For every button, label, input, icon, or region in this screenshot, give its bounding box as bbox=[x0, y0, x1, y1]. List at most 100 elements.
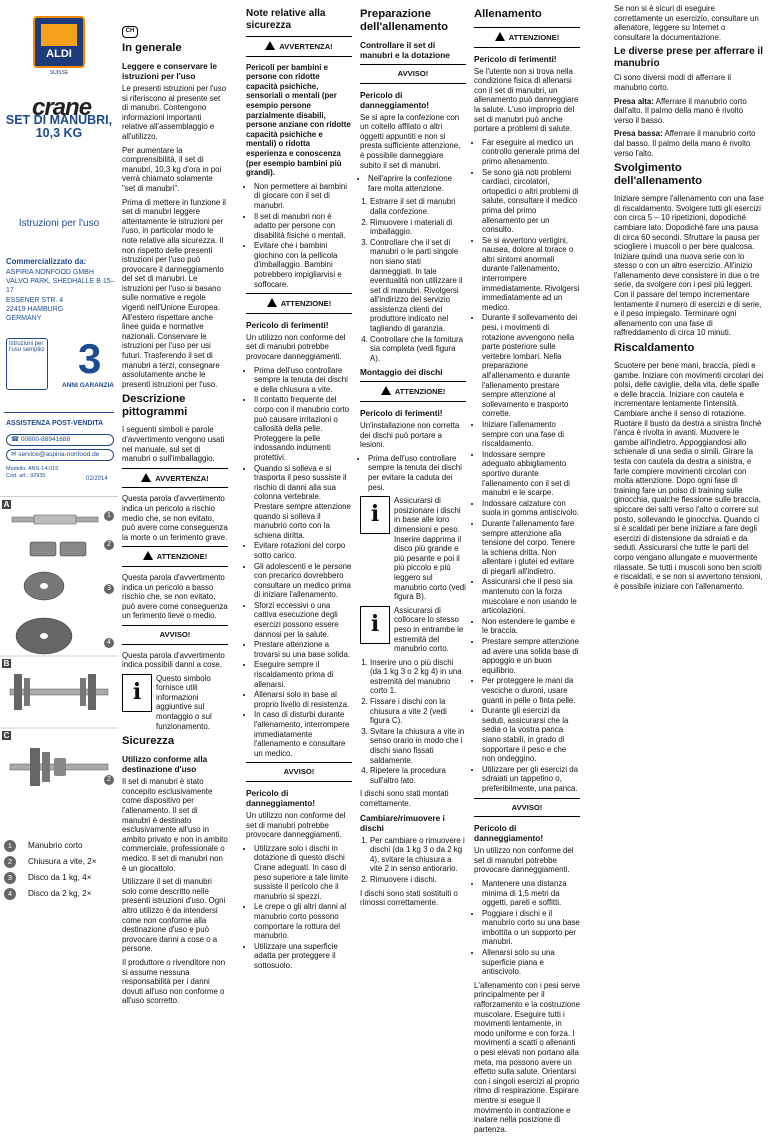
phone-number[interactable]: ☎ 00800-88941688 bbox=[6, 434, 114, 446]
paragraph: Ci sono diversi modi di afferrare il man… bbox=[614, 73, 731, 92]
crane-logo: crane bbox=[32, 94, 92, 121]
list-item: Utilizzare per gli esercizi da sdraiati … bbox=[482, 765, 580, 794]
warranty-years: 3 bbox=[78, 335, 102, 382]
legend-text: Disco da 1 kg, 4× bbox=[28, 873, 92, 882]
paragraph: Iniziare sempre l'allenamento con una fa… bbox=[614, 194, 764, 338]
list-item: Allenarsi solo su una superficie piana e… bbox=[482, 948, 580, 977]
step: Estrarre il set di manubri dalla confezi… bbox=[370, 197, 466, 216]
paragraph: Questa parola d'avvertimento indica un p… bbox=[122, 572, 228, 621]
product-title-line1: SET DI MANUBRI, bbox=[5, 113, 113, 127]
heading: Le diverse prese per afferrare il manubr… bbox=[614, 46, 763, 70]
column-preparation: Preparazione dell'allenamento Controllar… bbox=[360, 4, 466, 912]
column-grips: Se non si è sicuri di eseguire correttam… bbox=[614, 4, 764, 595]
list-item: Durante il sollevamento dei pesi, i movi… bbox=[482, 313, 580, 419]
heading: Pericolo di ferimenti! bbox=[474, 53, 557, 64]
list: Far eseguire al medico un controllo gene… bbox=[474, 138, 580, 794]
list-item: Il set di manubri non è adatto per perso… bbox=[254, 212, 352, 241]
grip-label: Presa alta: bbox=[614, 96, 654, 106]
list-item: Sforzi eccessivi o una cattiva esecuzion… bbox=[254, 601, 352, 639]
heading: Pericolo di danneggiamento! bbox=[474, 823, 544, 844]
collar bbox=[54, 758, 66, 776]
doc-type: Istruzioni per l'uso bbox=[18, 218, 100, 229]
legend-text: Chiusura a vite, 2× bbox=[28, 857, 97, 866]
warning-icon bbox=[142, 551, 153, 561]
paragraph: Le presenti istruzioni per l'uso si rife… bbox=[122, 84, 227, 141]
list: Nell'aprire la confezione fare molta att… bbox=[360, 174, 466, 193]
legend-num: 2 bbox=[4, 856, 16, 868]
paragraph: Questa parola d'avvertimento indica poss… bbox=[122, 650, 225, 670]
steps: Inserire uno o più dischi (da 1 kg 3 o 2… bbox=[360, 658, 466, 786]
list-item: Durante l'allenamento fare sempre attenz… bbox=[482, 519, 580, 577]
model-number: Modello: ANS-14-015 bbox=[6, 466, 59, 472]
notice-label: AVVISO! bbox=[511, 802, 543, 812]
aldi-logo: ALDI bbox=[33, 16, 85, 68]
legend-num: 3 bbox=[4, 872, 16, 884]
list-item: Prestare sempre attenzione ad avere una … bbox=[482, 637, 580, 675]
email-address[interactable]: ✉ service@aspiria-nonfood.de bbox=[6, 449, 114, 461]
screw-collar bbox=[59, 541, 87, 557]
column-safety-notes: Note relative alla sicurezza AVVERTENZA!… bbox=[246, 4, 352, 974]
plate bbox=[30, 748, 40, 786]
paragraph: Prima di mettere in funzione il set di m… bbox=[122, 197, 226, 389]
column-training: Allenamento ATTENZIONE! Pericolo di feri… bbox=[474, 4, 580, 1138]
plate bbox=[80, 678, 86, 706]
paragraph: Utilizzare il set di manubri solo come d… bbox=[122, 877, 226, 954]
info-box: i Questo simbolo fornisce utili informaz… bbox=[122, 673, 228, 732]
list-item: Non estendere le gambe e le braccia. bbox=[482, 617, 580, 636]
caution-label: ATTENZIONE! bbox=[508, 33, 560, 42]
aldi-logo-mark bbox=[41, 24, 77, 46]
assembled-bar bbox=[9, 688, 109, 696]
list-item: Assicurarsi che il peso sia mantenuto co… bbox=[482, 577, 580, 615]
callout-1: 1 bbox=[104, 511, 114, 521]
paragraph: Un utilizzo non conforme del set di manu… bbox=[474, 846, 574, 875]
assistance-label: ASSISTENZA POST-VENDITA bbox=[6, 420, 104, 427]
product-title-line2: 10,3 KG bbox=[35, 126, 83, 140]
notice-bar: AVVISO! bbox=[474, 797, 580, 818]
list-item: Non permettere ai bambini di giocare con… bbox=[254, 182, 352, 211]
caution-label: ATTENZIONE! bbox=[156, 552, 208, 562]
country-badge: CH bbox=[122, 26, 138, 38]
caution-label: ATTENZIONE! bbox=[280, 299, 332, 309]
list-item: Evitare rotazioni del corpo sotto carico… bbox=[254, 541, 352, 560]
paragraph: Presa alta: Afferrare il manubrio corto … bbox=[614, 97, 764, 126]
info-text: Questo simbolo fornisce utili informazio… bbox=[156, 673, 212, 731]
aldi-logo-sub: SUISSE bbox=[49, 70, 69, 76]
notice-label: AVVISO! bbox=[397, 69, 429, 78]
warning-icon bbox=[141, 472, 152, 482]
paragraph: Presa bassa: Afferrare il manubrio corto… bbox=[614, 129, 764, 158]
info-icon: i bbox=[360, 496, 390, 535]
plate bbox=[24, 678, 30, 706]
caution-bar: ATTENZIONE! bbox=[246, 293, 352, 314]
list-item: Indossare sempre adeguato abbigliamento … bbox=[482, 450, 580, 498]
callout-4: 4 bbox=[104, 638, 114, 648]
list-item: Prestare attenzione a trovarsi su una ba… bbox=[254, 640, 352, 659]
warning-icon bbox=[494, 32, 505, 41]
warning-icon bbox=[380, 386, 391, 396]
step: Svitare la chiusura a vite in senso orar… bbox=[370, 727, 466, 765]
list-item: Iniziare l'allenamento sempre con una fa… bbox=[482, 420, 580, 449]
figure-divider bbox=[0, 496, 118, 497]
notice-label: AVVISO! bbox=[159, 629, 191, 639]
paragraph: L'allenamento con i pesi serve principal… bbox=[474, 980, 580, 1134]
steps: Per cambiare o rimuovere i dischi (da 1 … bbox=[360, 836, 466, 885]
heading: Pericolo di danneggiamento! bbox=[246, 787, 316, 808]
step: Controllare che la fornitura sia complet… bbox=[370, 335, 466, 364]
list-item: Nell'aprire la confezione fare molta att… bbox=[368, 174, 466, 193]
list-item: Gli adolescenti e le persone con precari… bbox=[254, 562, 352, 600]
list-item: Evitare che i bambini giochino con la pe… bbox=[254, 241, 352, 289]
list-item: Utilizzare una superficie adatta per pro… bbox=[254, 942, 352, 971]
paragraph: Pericoli per bambini e persone con ridot… bbox=[246, 62, 351, 178]
warning-icon bbox=[266, 298, 277, 308]
sidebar: ALDI SUISSE crane SET DI MANUBRI, 10,3 K… bbox=[0, 0, 118, 994]
paragraph: Un utilizzo non conforme del set di manu… bbox=[246, 810, 346, 840]
notice-bar: AVVISO! bbox=[360, 64, 466, 84]
disk-hole bbox=[40, 633, 48, 639]
list-item: Se si avvertono vertigini, nausea, dolor… bbox=[482, 236, 580, 313]
step: Inserire uno o più dischi (da 1 kg 3 o 2… bbox=[370, 658, 466, 696]
paragraph: I dischi sono stati montati correttament… bbox=[360, 789, 449, 808]
list-item: Allenarsi solo in base al proprio livell… bbox=[254, 690, 352, 709]
phone-text: 00800-88941688 bbox=[20, 436, 71, 443]
caution-bar: ATTENZIONE! bbox=[474, 27, 580, 48]
heading: Leggere e conservare le istruzioni per l… bbox=[122, 61, 218, 81]
info-box: i Assicurarsi di collocare lo stesso pes… bbox=[360, 605, 466, 654]
